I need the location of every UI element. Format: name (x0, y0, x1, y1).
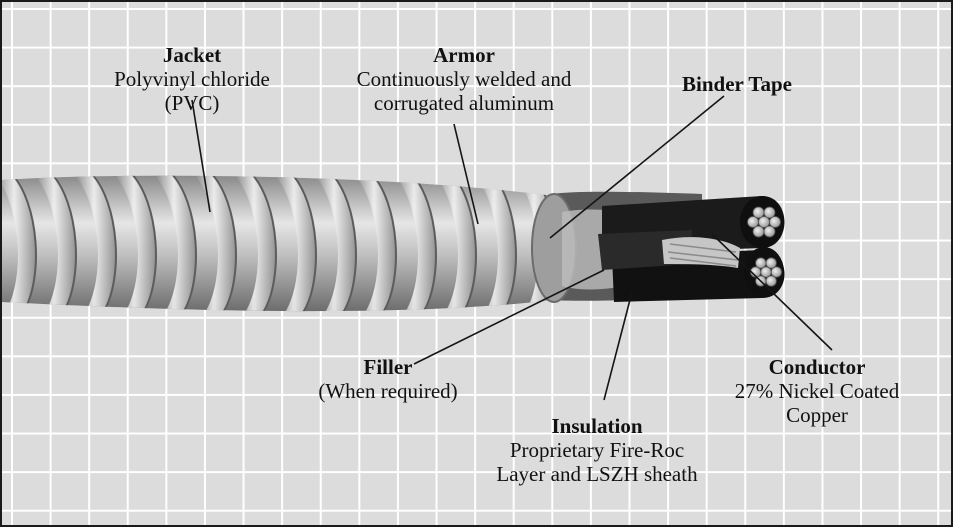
label-binder-tape-title: Binder Tape (662, 72, 812, 96)
strand (770, 217, 781, 228)
label-insulation-title: Insulation (462, 414, 732, 438)
label-armor-desc-1: Continuously welded and (309, 67, 619, 91)
strand (756, 258, 766, 268)
label-armor-title: Armor (309, 43, 619, 67)
label-insulation: Insulation Proprietary Fire-Roc Layer an… (462, 414, 732, 486)
label-conductor-desc-2: Copper (702, 403, 932, 427)
strand (753, 226, 764, 237)
label-insulation-desc-2: Layer and LSZH sheath (462, 462, 732, 486)
label-jacket: Jacket Polyvinyl chloride (PVC) (82, 43, 302, 115)
strand (766, 258, 776, 268)
label-jacket-desc-2: (PVC) (82, 91, 302, 115)
label-conductor-desc-1: 27% Nickel Coated (702, 379, 932, 403)
label-conductor: Conductor 27% Nickel Coated Copper (702, 355, 932, 427)
strand (764, 226, 775, 237)
strand (753, 207, 764, 218)
label-insulation-desc-1: Proprietary Fire-Roc (462, 438, 732, 462)
label-filler-desc-1: (When required) (294, 379, 482, 403)
strand (766, 276, 776, 286)
label-armor-desc-2: corrugated aluminum (309, 91, 619, 115)
label-binder-tape: Binder Tape (662, 72, 812, 96)
label-conductor-title: Conductor (702, 355, 932, 379)
strand (759, 217, 770, 228)
strand (764, 207, 775, 218)
label-filler: Filler (When required) (294, 355, 482, 403)
armor-body (2, 172, 596, 314)
leader-insulation (604, 292, 632, 400)
label-jacket-desc-1: Polyvinyl chloride (82, 67, 302, 91)
label-jacket-title: Jacket (82, 43, 302, 67)
label-filler-title: Filler (294, 355, 482, 379)
label-armor: Armor Continuously welded and corrugated… (309, 43, 619, 115)
strand (748, 217, 759, 228)
